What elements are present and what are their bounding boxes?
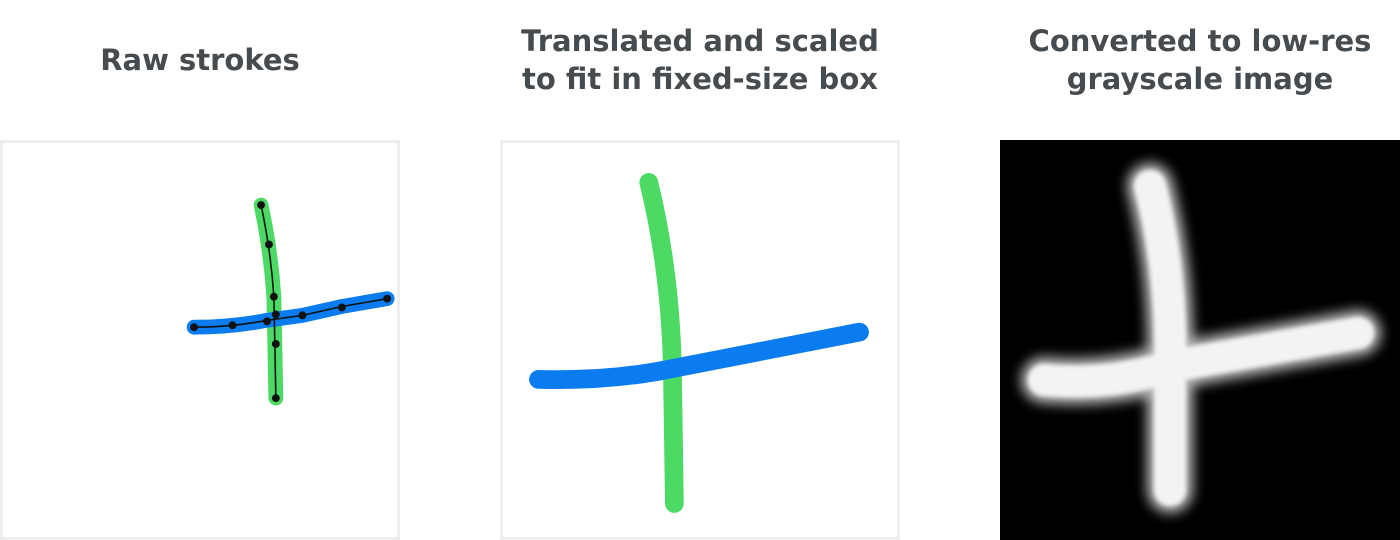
- sample-point: [265, 240, 273, 249]
- sample-point: [271, 340, 280, 348]
- grayscale-strokes: [1028, 170, 1374, 506]
- horizontal-stroke: [1028, 317, 1374, 398]
- sample-point: [337, 303, 346, 312]
- horizontal-stroke-path: [194, 297, 388, 328]
- sample-point: [383, 294, 392, 303]
- sample-point: [257, 201, 266, 209]
- sample-point: [271, 310, 280, 319]
- grayscale-image-panel: [1000, 140, 1400, 540]
- scaled-strokes-drawing: [529, 173, 869, 513]
- sample-point: [269, 292, 278, 301]
- sample-point: [271, 394, 280, 403]
- raw-strokes-drawing: [186, 197, 395, 406]
- panel-title-grayscale: Converted to low-res grayscale image: [1028, 24, 1372, 96]
- horizontal-stroke: [529, 322, 869, 390]
- sample-point: [298, 311, 307, 320]
- vertical-stroke: [639, 173, 684, 513]
- sample-point: [263, 317, 271, 326]
- panel-title-translated-scaled: Translated and scaled to fit in fixed-si…: [521, 24, 879, 96]
- raw-strokes-panel: [0, 140, 400, 540]
- sample-point: [190, 323, 199, 332]
- sample-point: [228, 321, 237, 330]
- scaled-strokes-panel: [500, 140, 900, 540]
- panel-title-raw-strokes: Raw strokes: [100, 43, 300, 77]
- grayscale-image-drawing: [1021, 163, 1381, 513]
